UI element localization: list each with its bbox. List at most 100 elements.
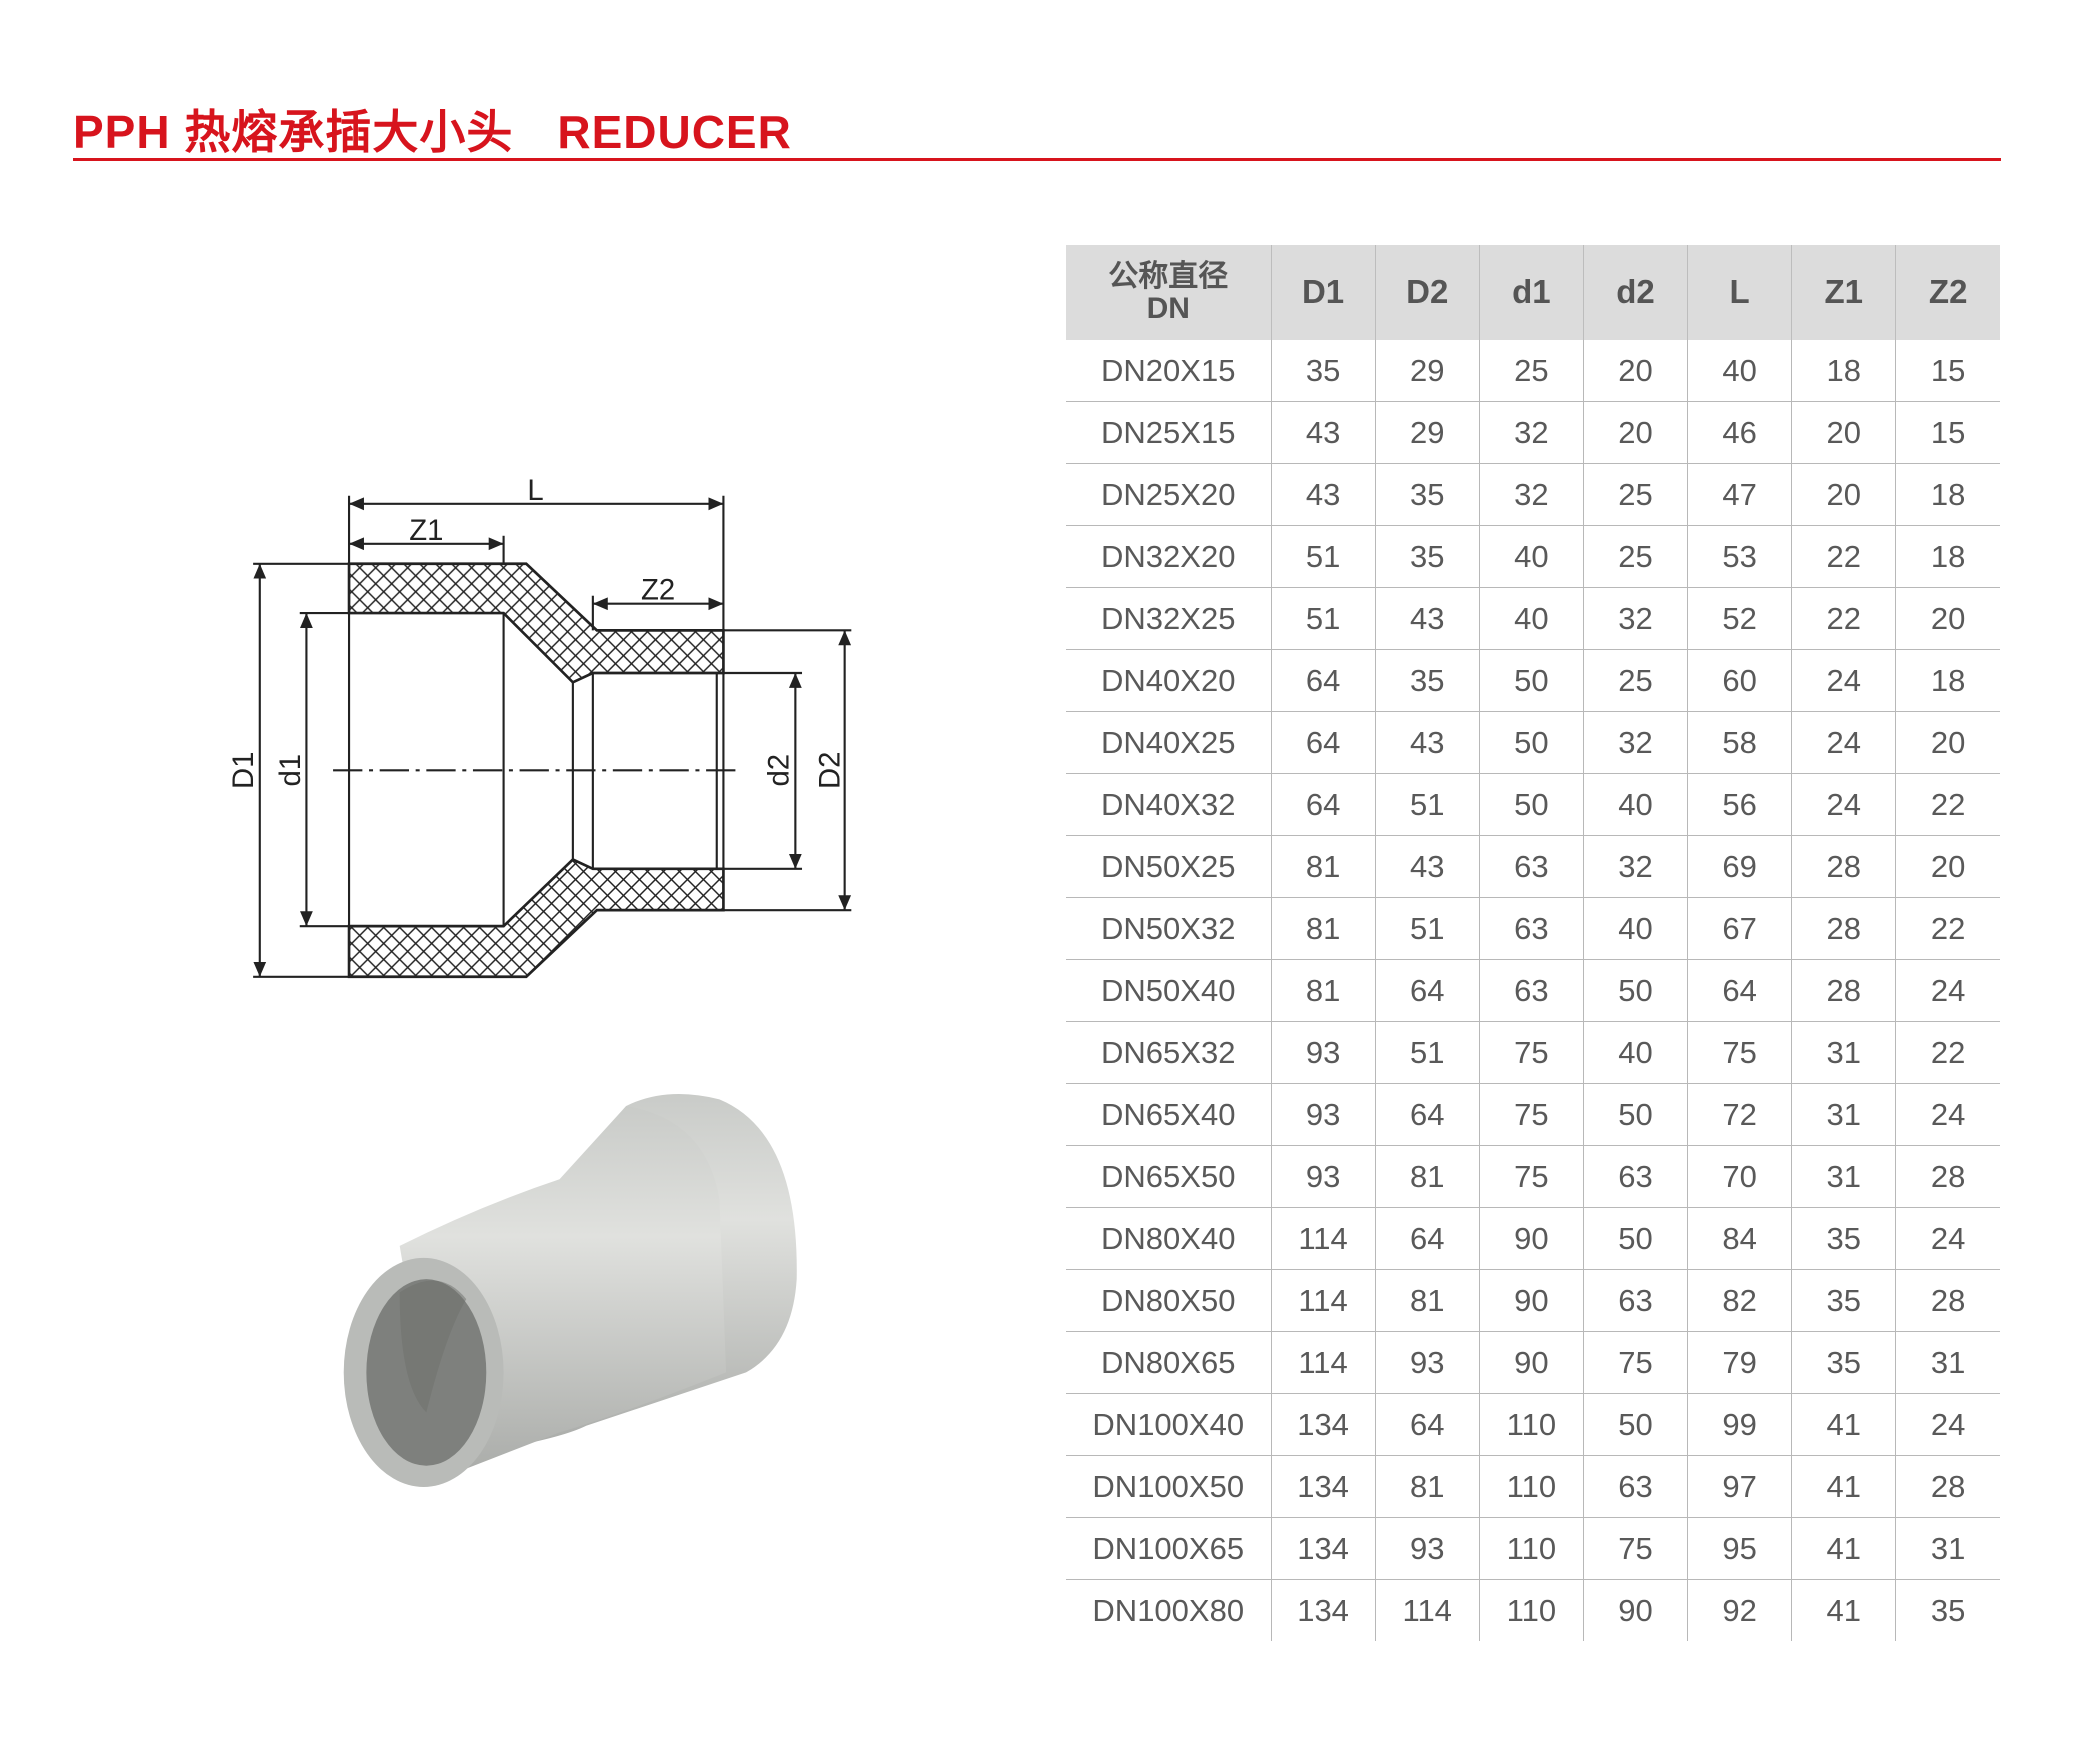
cell-value: 29 <box>1374 340 1480 402</box>
cell-value: 32 <box>1582 835 1688 898</box>
cell-value: 75 <box>1478 1021 1584 1084</box>
cell-value: 92 <box>1687 1579 1792 1641</box>
header-L: L <box>1687 245 1792 340</box>
cell-value: 20 <box>1895 835 2000 898</box>
cell-value: 63 <box>1582 1455 1688 1518</box>
cell-value: 134 <box>1270 1579 1376 1641</box>
cell-value: 46 <box>1687 401 1792 464</box>
cell-value: 22 <box>1895 897 2000 960</box>
label-Z1: Z1 <box>409 514 443 547</box>
cell-value: 63 <box>1478 897 1584 960</box>
cell-value: 31 <box>1895 1331 2000 1394</box>
cell-value: 75 <box>1478 1083 1584 1146</box>
cell-value: 70 <box>1687 1145 1792 1208</box>
cell-value: 75 <box>1582 1331 1688 1394</box>
header-Z1: Z1 <box>1791 245 1896 340</box>
cell-value: 41 <box>1791 1455 1896 1518</box>
cell-value: 24 <box>1895 959 2000 1022</box>
cell-value: 114 <box>1270 1269 1376 1332</box>
cell-value: 28 <box>1791 959 1896 1022</box>
cell-value: 22 <box>1791 587 1896 650</box>
cell-dn: DN65X40 <box>1066 1083 1271 1146</box>
cell-value: 31 <box>1791 1083 1896 1146</box>
cell-value: 134 <box>1270 1455 1376 1518</box>
cell-value: 28 <box>1791 835 1896 898</box>
cell-value: 41 <box>1791 1517 1896 1580</box>
cell-value: 32 <box>1478 401 1584 464</box>
cell-value: 25 <box>1582 525 1688 588</box>
cell-value: 20 <box>1791 463 1896 526</box>
title-en: REDUCER <box>557 106 792 158</box>
cell-value: 56 <box>1687 773 1792 836</box>
cell-value: 82 <box>1687 1269 1792 1332</box>
cell-value: 51 <box>1270 587 1376 650</box>
cell-value: 22 <box>1895 1021 2000 1084</box>
cell-value: 40 <box>1687 340 1792 402</box>
cell-value: 64 <box>1270 773 1376 836</box>
cell-value: 35 <box>1791 1207 1896 1270</box>
cell-value: 32 <box>1582 587 1688 650</box>
cell-value: 25 <box>1582 649 1688 712</box>
cell-dn: DN32X20 <box>1066 525 1271 588</box>
cell-dn: DN65X50 <box>1066 1145 1271 1208</box>
cell-value: 63 <box>1582 1269 1688 1332</box>
cell-value: 72 <box>1687 1083 1792 1146</box>
cell-value: 93 <box>1270 1145 1376 1208</box>
cell-value: 43 <box>1374 835 1480 898</box>
cell-dn: DN25X15 <box>1066 401 1271 464</box>
cell-value: 93 <box>1374 1331 1480 1394</box>
cell-value: 64 <box>1374 959 1480 1022</box>
cell-value: 20 <box>1791 401 1896 464</box>
cell-value: 35 <box>1270 340 1376 402</box>
cell-value: 43 <box>1270 463 1376 526</box>
cell-value: 93 <box>1270 1083 1376 1146</box>
cell-value: 25 <box>1582 463 1688 526</box>
cell-value: 29 <box>1374 401 1480 464</box>
cell-value: 90 <box>1582 1579 1688 1641</box>
cell-value: 35 <box>1374 525 1480 588</box>
cell-dn: DN100X65 <box>1066 1517 1271 1580</box>
cell-value: 64 <box>1270 649 1376 712</box>
cell-value: 93 <box>1374 1517 1480 1580</box>
label-d1: d1 <box>274 754 307 787</box>
cell-value: 110 <box>1478 1455 1584 1518</box>
cell-value: 81 <box>1270 959 1376 1022</box>
header-D1: D1 <box>1270 245 1376 340</box>
cell-value: 41 <box>1791 1393 1896 1456</box>
cell-value: 90 <box>1478 1207 1584 1270</box>
cell-value: 25 <box>1478 340 1584 402</box>
cell-value: 63 <box>1478 959 1584 1022</box>
label-d2: d2 <box>763 754 796 787</box>
header-d1: d1 <box>1478 245 1584 340</box>
cell-value: 43 <box>1374 711 1480 774</box>
cell-value: 18 <box>1895 649 2000 712</box>
cell-value: 69 <box>1687 835 1792 898</box>
cell-value: 31 <box>1895 1517 2000 1580</box>
cell-value: 31 <box>1791 1145 1896 1208</box>
cell-value: 114 <box>1270 1207 1376 1270</box>
cell-value: 24 <box>1895 1207 2000 1270</box>
cell-value: 40 <box>1582 773 1688 836</box>
cell-value: 110 <box>1478 1393 1584 1456</box>
cell-value: 67 <box>1687 897 1792 960</box>
cell-dn: DN40X25 <box>1066 711 1271 774</box>
cell-value: 110 <box>1478 1579 1584 1641</box>
cell-value: 47 <box>1687 463 1792 526</box>
cell-value: 50 <box>1478 711 1584 774</box>
cell-value: 51 <box>1374 897 1480 960</box>
cell-value: 20 <box>1895 587 2000 650</box>
cell-value: 15 <box>1895 340 2000 402</box>
